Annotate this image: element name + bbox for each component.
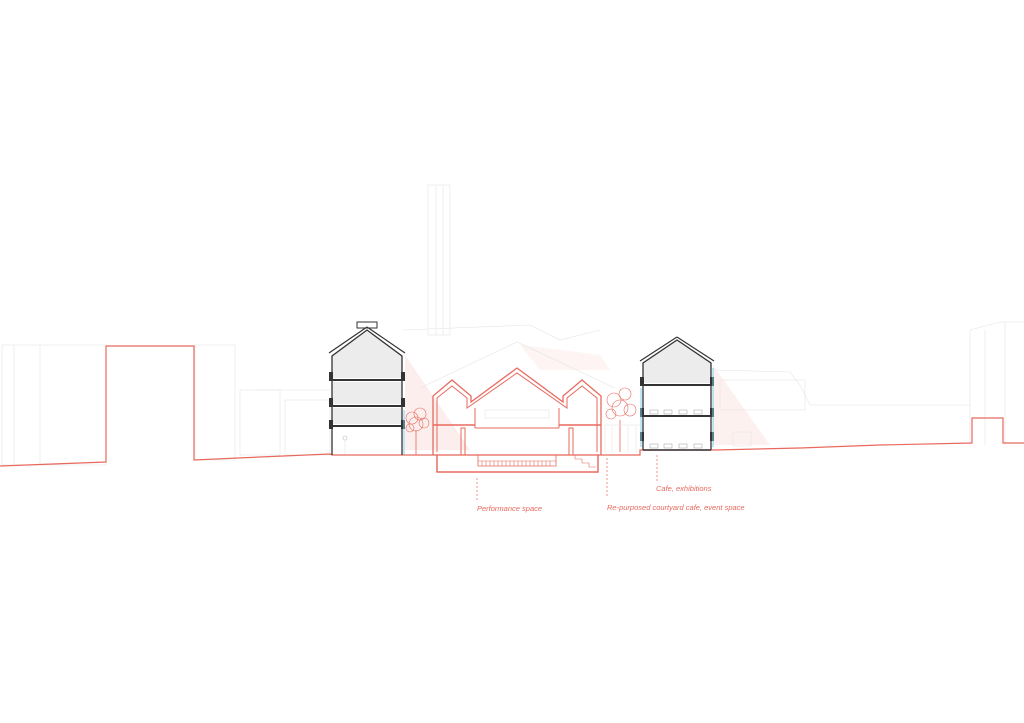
light-study — [405, 345, 770, 450]
tree-left — [405, 407, 430, 455]
background-context — [1, 184, 1024, 466]
leader-lines — [476, 455, 658, 501]
ground-line — [0, 345, 1024, 473]
ghost-object — [732, 431, 752, 447]
performance-hall — [419, 341, 616, 473]
courtyard — [604, 387, 640, 453]
seating-rake — [478, 460, 556, 466]
label-cafe: Cafe, exhibitions — [656, 484, 712, 493]
label-courtyard: Re-purposed courtyard cafe, event space — [607, 503, 745, 512]
right-building — [639, 336, 715, 451]
label-performance-space: Performance space — [477, 504, 542, 513]
left-building — [328, 321, 406, 455]
furniture-upper — [649, 409, 703, 415]
furniture-lower — [649, 443, 703, 449]
